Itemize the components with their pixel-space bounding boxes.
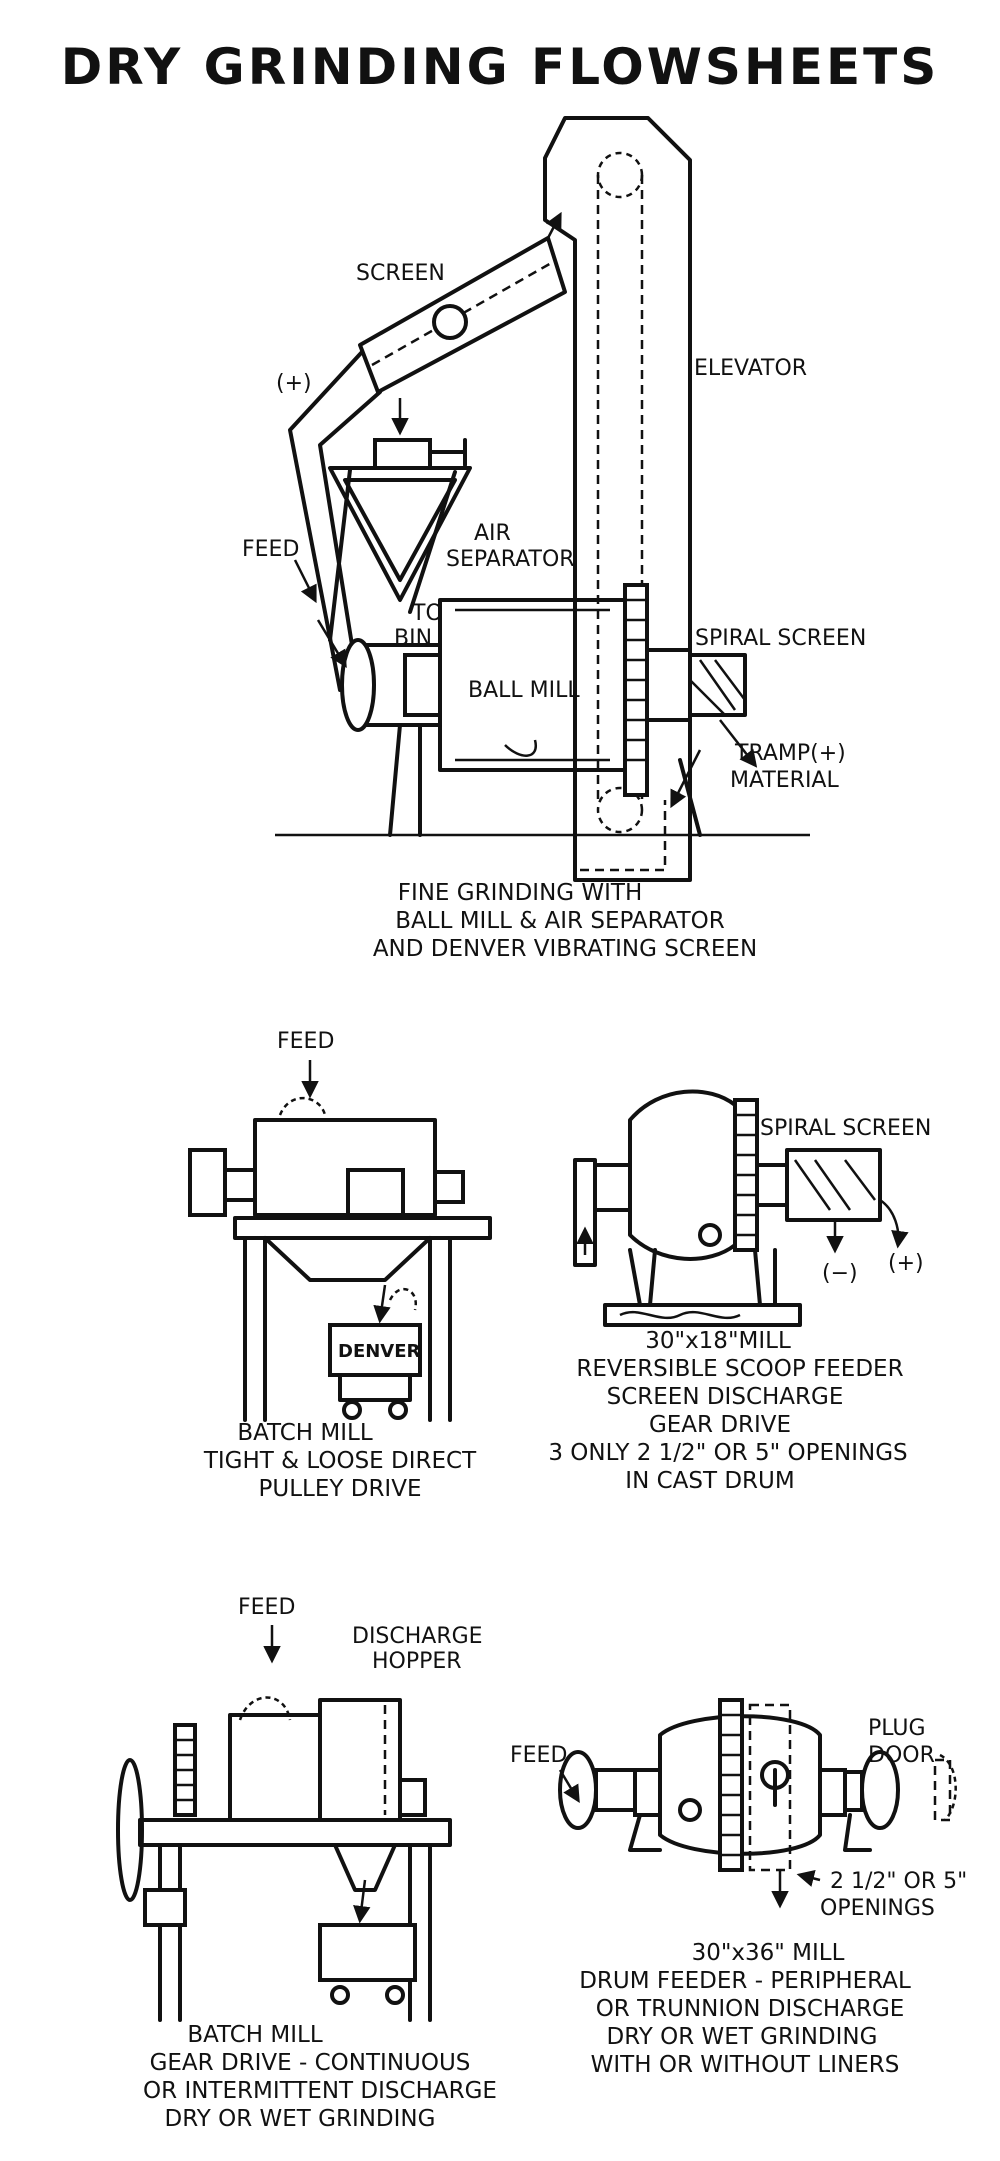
label-tramp: TRAMP(+) bbox=[734, 741, 846, 766]
diagram-fine-grinding: SCREEN (+) ELEVATOR FEED AIR SEPARATOR T… bbox=[242, 116, 866, 962]
label-denver: DENVER bbox=[338, 1341, 421, 1362]
label-openings: OPENINGS bbox=[820, 1896, 935, 1921]
caption-line: IN CAST DRUM bbox=[625, 1468, 794, 1494]
label-screen: SCREEN bbox=[356, 261, 445, 286]
caption-line: BATCH MILL bbox=[187, 2022, 323, 2048]
label-separator: SEPARATOR bbox=[446, 547, 575, 572]
mill-supports bbox=[388, 723, 702, 837]
label-to: TO bbox=[411, 601, 443, 626]
caption-line: WITH OR WITHOUT LINERS bbox=[591, 2052, 900, 2078]
diagram-batch-mill-pulley: FEED DENVER BATCH MILL TIGHT & LOOSE DIR… bbox=[188, 1029, 492, 1502]
elevator bbox=[543, 116, 692, 882]
label-spiral-screen: SPIRAL SCREEN bbox=[760, 1116, 931, 1141]
caption-line: OR TRUNNION DISCHARGE bbox=[596, 1996, 905, 2022]
label-bin: BIN bbox=[394, 626, 432, 651]
caption-line: REVERSIBLE SCOOP FEEDER bbox=[576, 1356, 903, 1382]
label-discharge: DISCHARGE bbox=[352, 1624, 483, 1649]
label-undersize: (−) bbox=[822, 1261, 858, 1286]
page-title: DRY GRINDING FLOWSHEETS bbox=[60, 38, 940, 96]
diagram-30x18-mill: SPIRAL SCREEN (−) (+) 30"x18"MILL REVERS… bbox=[548, 1089, 931, 1494]
caption-line: TIGHT & LOOSE DIRECT bbox=[203, 1448, 477, 1474]
caption-line: DRUM FEEDER - PERIPHERAL bbox=[579, 1968, 911, 1994]
caption-line: DRY OR WET GRINDING bbox=[607, 2024, 878, 2050]
caption-line: 3 ONLY 2 1/2" OR 5" OPENINGS bbox=[548, 1440, 907, 1466]
label-feed: FEED bbox=[238, 1595, 295, 1620]
caption-line: 30"x36" MILL bbox=[692, 1940, 845, 1966]
label-elevator: ELEVATOR bbox=[694, 356, 807, 381]
label-oversize: (+) bbox=[888, 1251, 924, 1276]
label-feed: FEED bbox=[277, 1029, 334, 1054]
label-plug: PLUG bbox=[868, 1716, 926, 1741]
label-air: AIR bbox=[474, 521, 511, 546]
oversize-chute bbox=[288, 350, 382, 692]
caption-line: AND DENVER VIBRATING SCREEN bbox=[373, 936, 757, 962]
diagram-batch-mill-gear: FEED DISCHARGE HOPPER BATCH MILL GEAR DR… bbox=[116, 1595, 497, 2132]
ball-mill bbox=[340, 583, 758, 809]
caption-line: GEAR DRIVE bbox=[649, 1412, 791, 1438]
caption-line: DRY OR WET GRINDING bbox=[165, 2106, 436, 2132]
label-door: DOOR bbox=[868, 1743, 935, 1768]
caption-line: FINE GRINDING WITH bbox=[398, 880, 643, 906]
label-feed: FEED bbox=[242, 537, 299, 562]
label-spiral-screen: SPIRAL SCREEN bbox=[695, 626, 866, 651]
label-feed: FEED bbox=[510, 1743, 567, 1768]
caption-line: BATCH MILL bbox=[237, 1420, 373, 1446]
caption-line: BALL MILL & AIR SEPARATOR bbox=[395, 908, 724, 934]
caption-line: SCREEN DISCHARGE bbox=[607, 1384, 844, 1410]
label-ball-mill: BALL MILL bbox=[468, 678, 580, 703]
caption-line: PULLEY DRIVE bbox=[259, 1476, 422, 1502]
label-material: MATERIAL bbox=[730, 768, 839, 793]
screen bbox=[358, 211, 567, 394]
air-separator bbox=[328, 398, 472, 642]
caption-line: GEAR DRIVE - CONTINUOUS bbox=[150, 2050, 471, 2076]
label-hopper: HOPPER bbox=[372, 1649, 462, 1674]
label-openings-size: 2 1/2" OR 5" bbox=[830, 1869, 967, 1894]
caption-line: OR INTERMITTENT DISCHARGE bbox=[143, 2078, 497, 2104]
diagram-30x36-mill: FEED PLUG DOOR 2 1/2" OR 5" OPENINGS 30"… bbox=[510, 1698, 967, 2078]
caption-line: 30"x18"MILL bbox=[645, 1328, 791, 1354]
label-oversize: (+) bbox=[276, 371, 312, 396]
